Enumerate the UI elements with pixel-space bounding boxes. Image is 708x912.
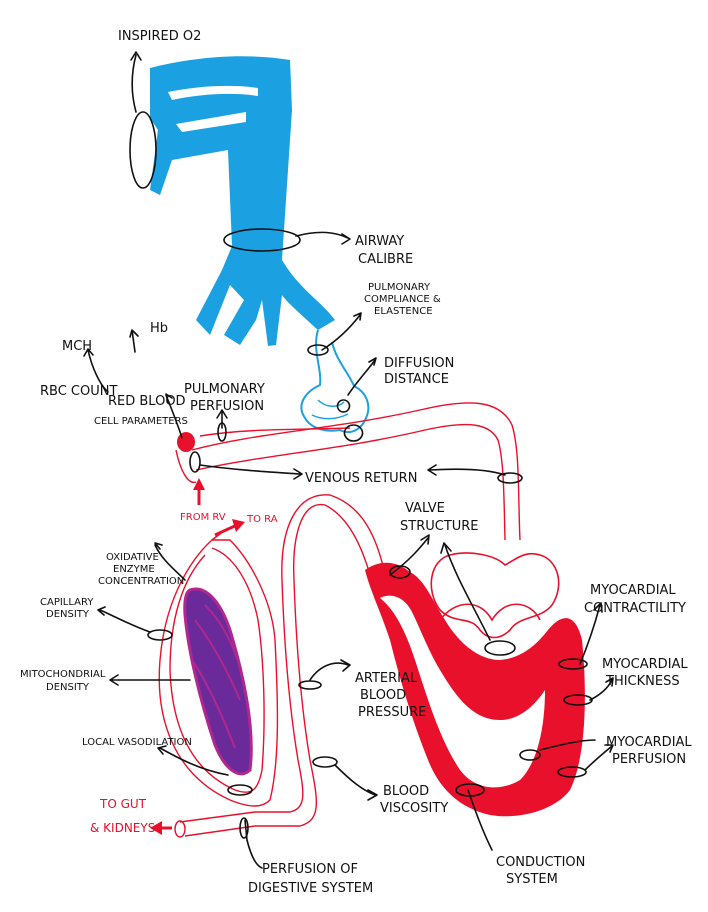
flow-arrows [150,478,245,835]
label-rbc-count: RBC COUNT [40,384,117,399]
systemic-circulation [158,494,385,838]
label-diffusion-1: DIFFUSION [384,356,454,371]
label-inspired-o2: INSPIRED O2 [118,29,201,44]
label-from-rv: FROM RV [180,512,226,523]
label-myo-perf-2: PERFUSION [612,752,686,767]
label-myo-perf-1: MYOCARDIAL [606,735,692,750]
label-arterial-2: BLOOD [360,688,406,703]
label-capillary-2: DENSITY [46,609,90,620]
label-airway-calibre-1: AIRWAY [355,234,404,249]
label-pulm-compliance-2: COMPLIANCE & [364,294,441,305]
label-hb: Hb [150,321,168,336]
label-mito-2: DENSITY [46,682,90,693]
label-contractility-1: MYOCARDIAL [590,583,676,598]
label-viscosity-2: VISCOSITY [380,801,448,816]
label-pulm-compliance-1: PULMONARY [368,282,431,293]
label-red-blood-2: CELL PARAMETERS [94,416,188,427]
label-mito-1: MITOCHONDRIAL [20,669,106,680]
annotation-leaders [83,51,614,869]
label-capillary-1: CAPILLARY [40,597,94,608]
heart [365,552,585,817]
label-to-gut-2: & KIDNEYS [90,821,155,835]
label-oxidative-1: OXIDATIVE [106,552,159,563]
label-thickness-2: THICKNESS [605,674,680,689]
label-valve-1: VALVE [405,501,445,516]
labels: INSPIRED O2 AIRWAY CALIBRE PULMONARY COM… [20,29,692,896]
label-perf-digestive-2: DIGESTIVE SYSTEM [248,881,373,896]
label-oxidative-3: CONCENTRATION [98,576,184,587]
label-venous-return: VENOUS RETURN [305,471,417,486]
label-conduction-2: SYSTEM [506,872,558,887]
airway-tree [150,56,370,434]
label-conduction-1: CONDUCTION [496,855,585,870]
label-perf-digestive-1: PERFUSION OF [262,862,358,877]
muscle-fibres [183,587,253,776]
label-to-ra: TO RA [246,514,278,525]
label-arterial-3: PRESSURE [358,705,426,720]
label-thickness-1: MYOCARDIAL [602,657,688,672]
label-viscosity-1: BLOOD [383,784,429,799]
label-airway-calibre-2: CALIBRE [358,252,413,267]
label-pulm-compliance-3: ELASTENCE [374,306,433,317]
label-pulm-perfusion-1: PULMONARY [184,382,265,397]
label-arterial-1: ARTERIAL [355,671,418,686]
label-mch: MCH [62,339,92,354]
label-valve-2: STRUCTURE [400,519,479,534]
label-diffusion-2: DISTANCE [384,372,449,387]
label-pulm-perfusion-2: PERFUSION [190,399,264,414]
label-contractility-2: CONTRACTILITY [584,601,686,616]
label-oxidative-2: ENZYME [113,564,155,575]
label-to-gut-1: TO GUT [99,797,147,811]
label-red-blood-1: RED BLOOD [108,394,186,409]
label-local-vaso: LOCAL VASODILATION [82,737,192,748]
